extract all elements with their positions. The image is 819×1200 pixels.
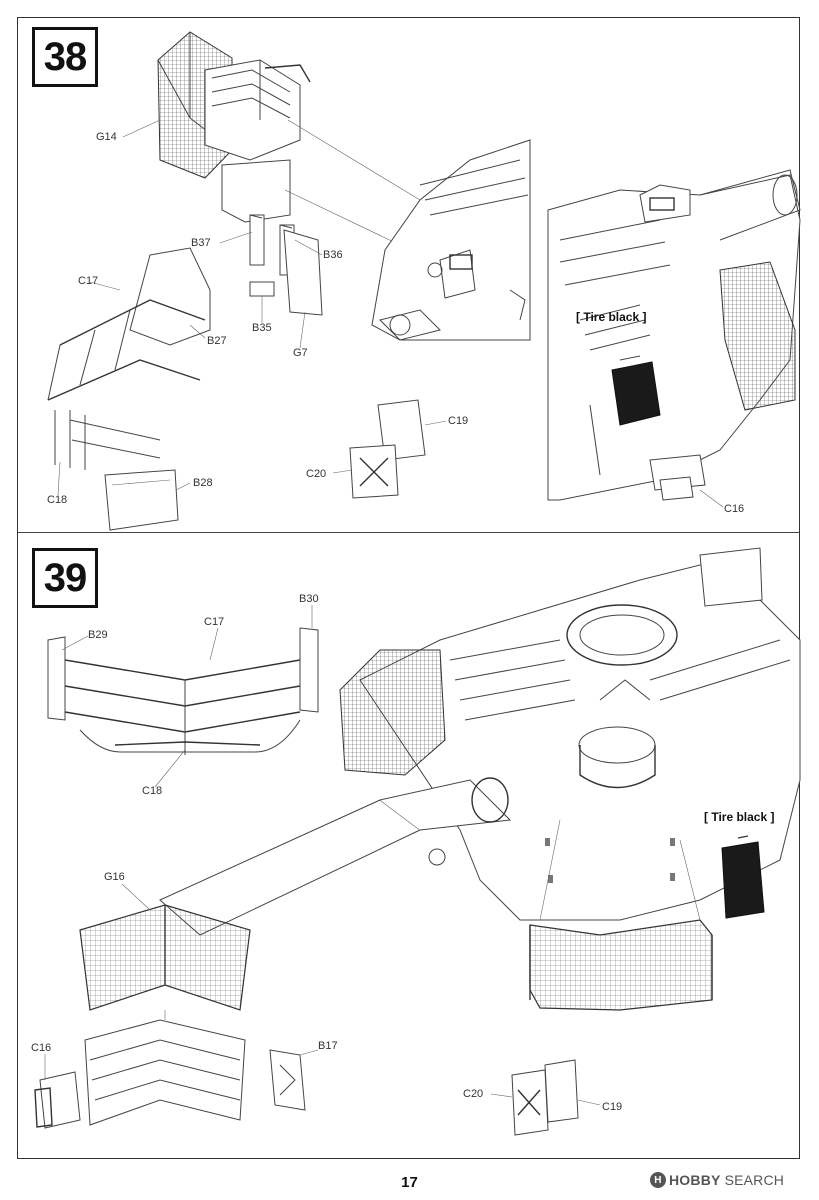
watermark-brand: HOBBY — [669, 1172, 721, 1188]
part-label-c20-39: C20 — [463, 1088, 484, 1100]
page-number: 17 — [401, 1174, 418, 1191]
part-label-g16: G16 — [104, 871, 125, 883]
part-label-c17-39: C17 — [204, 616, 225, 628]
step-38-art — [47, 31, 801, 531]
part-label-c16: C16 — [724, 503, 745, 515]
part-label-c16-39: C16 — [31, 1042, 52, 1054]
part-label-b30: B30 — [299, 593, 319, 605]
page-frame — [17, 17, 800, 1159]
step-39-number: 39 — [32, 548, 98, 608]
part-label-c18-39: C18 — [142, 785, 163, 797]
mounting-plate — [221, 159, 323, 316]
rack-frame-39 — [47, 627, 319, 755]
g16-mesh — [79, 904, 251, 1011]
step-38-number: 38 — [32, 27, 98, 87]
part-label-g14: G14 — [96, 131, 117, 143]
upper-rack-frame — [204, 59, 311, 161]
jerry-can-39 — [511, 1059, 579, 1136]
part-label-b35: B35 — [252, 322, 272, 334]
part-label-b17: B17 — [318, 1040, 338, 1052]
part-label-b29: B29 — [88, 629, 108, 641]
part-label-c20: C20 — [306, 468, 327, 480]
hobby-search-logo-icon: H — [650, 1172, 666, 1188]
note-tire-black-38: [ Tire black ] — [576, 310, 647, 324]
part-label-b36: B36 — [323, 249, 343, 261]
c16-basket-frame — [34, 1010, 306, 1129]
leader-lines — [44, 119, 724, 1106]
turret-39 — [159, 547, 801, 1011]
part-label-g7: G7 — [293, 347, 308, 359]
jerry-can-38 — [349, 399, 426, 499]
part-label-c19-39: C19 — [602, 1101, 623, 1113]
part-label-c18: C18 — [47, 494, 68, 506]
note-tire-black-39: [ Tire black ] — [704, 810, 775, 824]
part-label-b28: B28 — [193, 477, 213, 489]
step-39-art — [34, 547, 801, 1136]
step-divider — [18, 532, 799, 533]
c17-lower-rack — [47, 247, 211, 531]
turret-38-left — [371, 139, 531, 341]
part-label-b27: B27 — [207, 335, 227, 347]
turret-38-right — [547, 169, 801, 501]
watermark: H HOBBY SEARCH — [650, 1170, 784, 1190]
watermark-text: SEARCH — [724, 1172, 785, 1188]
part-label-b37: B37 — [191, 237, 211, 249]
part-label-c19: C19 — [448, 415, 469, 427]
part-label-c17: C17 — [78, 275, 99, 287]
